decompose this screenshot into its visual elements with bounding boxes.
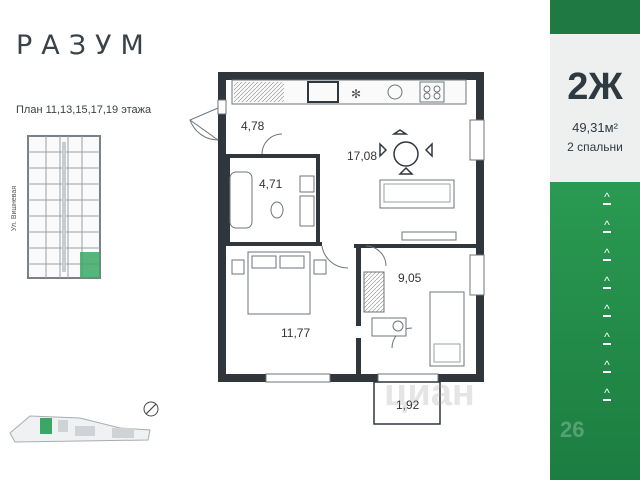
- floor-mark-icon: ^: [602, 302, 612, 317]
- floor-mark-icon: ^: [602, 358, 612, 373]
- watermark-number: 26: [560, 417, 585, 442]
- apartment-bedrooms: 2 спальни: [567, 140, 623, 154]
- watermark: циан: [384, 372, 475, 414]
- floor-mark-icon: ^: [602, 218, 612, 233]
- washing-machine: [299, 175, 315, 193]
- floor-mark-icon: ^: [602, 190, 612, 205]
- room-area-kitchen-living: 17,08: [347, 149, 378, 163]
- floor-mark-icon: ^: [602, 246, 612, 261]
- floor-mark-icon: ^: [602, 386, 612, 401]
- dining-table: [379, 129, 433, 175]
- floor-mark-icon: ^: [602, 274, 612, 289]
- floor-mark-icon: ^: [602, 330, 612, 345]
- window: [469, 119, 485, 161]
- entry-door: [189, 107, 219, 141]
- room-area-bedroom-1: 11,77: [281, 326, 311, 340]
- floor-plan-label: План 11,13,15,17,19 этажа: [16, 104, 152, 116]
- room-area-balcony: 1,92: [396, 398, 420, 412]
- window: [265, 373, 331, 383]
- apartment-type: 2Ж: [567, 66, 623, 108]
- side-panel-info: 2Ж 49,31м² 2 спальни: [550, 34, 640, 182]
- tv-stand: [401, 231, 457, 241]
- bathtub: [229, 171, 253, 229]
- building-floor-map: [27, 135, 101, 279]
- apartment-floor-plan: ✻: [189, 72, 485, 425]
- side-panel: 2Ж 49,31м² 2 спальни ^ ^ ^ ^ ^ ^ ^ ^ 26: [550, 0, 640, 480]
- wardrobe: [363, 271, 385, 313]
- balcony: [373, 381, 441, 425]
- sink: [299, 195, 315, 227]
- compass-icon: [143, 401, 159, 417]
- highlighted-apartment: [80, 252, 100, 278]
- window: [469, 254, 485, 296]
- side-panel-top: [550, 0, 640, 34]
- window: [217, 99, 227, 115]
- bed: [231, 251, 327, 315]
- toilet: [270, 201, 284, 219]
- room-area-hall: 4,78: [241, 119, 265, 133]
- sofa: [379, 179, 455, 209]
- room-area-bedroom-2: 9,05: [398, 271, 422, 285]
- side-panel-floors: ^ ^ ^ ^ ^ ^ ^ ^: [550, 182, 640, 480]
- room-area-bathroom: 4,71: [259, 177, 283, 191]
- svg-text:✻: ✻: [351, 87, 361, 101]
- logo: РАЗУМ: [16, 30, 153, 61]
- apartment-area: 49,31м²: [572, 120, 618, 135]
- site-map: [9, 415, 151, 443]
